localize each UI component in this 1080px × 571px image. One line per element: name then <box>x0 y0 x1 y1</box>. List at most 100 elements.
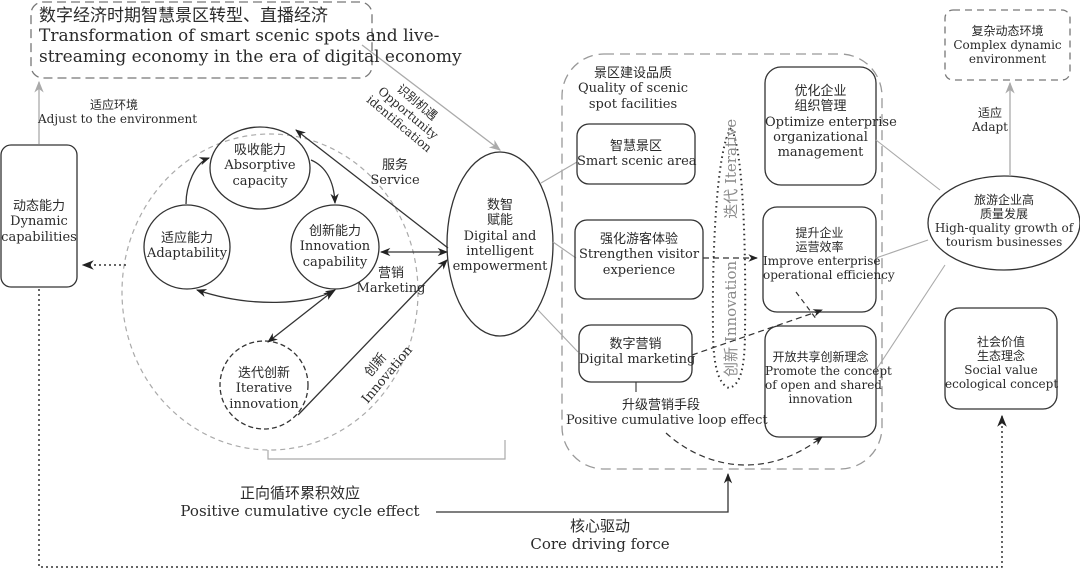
complex-environment-box <box>944 9 1071 81</box>
upgrade-zh: 升级营销手段 <box>621 398 700 413</box>
top-box-zh: 数字经济时期智慧景区转型、直播经济 <box>39 6 328 26</box>
marketing-zh: 营销 <box>377 266 404 281</box>
link-empower-visitor <box>552 241 577 259</box>
iterative-en1: Iterative <box>235 381 293 397</box>
iter-bottom-text: 创新 Innovation <box>722 260 741 377</box>
service-en: Service <box>370 173 420 189</box>
digital-marketing-zh: 数字营销 <box>609 337 662 352</box>
quality-en1: Quality of scenic <box>577 81 689 97</box>
innovation-capability-label: 创新能力 Innovation capability <box>291 224 379 270</box>
core-driving-en: Core driving force <box>530 534 670 553</box>
adaptability-zh: 适应能力 <box>160 231 213 246</box>
iterative-innovation-node <box>219 340 309 430</box>
iterative-label: 迭代创新 Iterative innovation <box>220 366 308 412</box>
innovate-iterative-arrow <box>267 290 334 343</box>
top-box-en2: streaming economy in the era of digital … <box>39 46 462 67</box>
top-box-label: 数字经济时期智慧景区转型、直播经济 Transformation of smar… <box>39 6 462 67</box>
innovation-capability-node <box>290 204 380 290</box>
absorptive-en2: capacity <box>232 173 288 189</box>
positive-cycle-arrow <box>436 472 733 513</box>
adaptability-label: 适应能力 Adaptability <box>144 231 230 262</box>
empowerment-en2: intelligent <box>466 243 534 259</box>
social-en1: Social value <box>964 363 1038 378</box>
iterative-loop-bottom-label: 创新 Innovation <box>722 254 741 384</box>
iter-top-text: 迭代 Iterative <box>722 118 741 219</box>
adjust-zh: 适应环境 <box>89 98 138 112</box>
visitor-label: 强化游客体验 Strengthen visitor experience <box>575 232 703 278</box>
empowerment-zh2: 赋能 <box>486 213 513 229</box>
improve-zh2: 运营效率 <box>795 240 844 255</box>
open-shared-en3: innovation <box>788 392 853 407</box>
service-zh: 服务 <box>381 158 408 173</box>
adjust-en: Adjust to the environment <box>38 112 198 127</box>
adapt-zh: 适应 <box>977 106 1002 120</box>
innovate-adapt-arrow <box>196 289 336 304</box>
adapt-to-absorb-arrow <box>185 157 210 205</box>
smart-area-zh: 智慧景区 <box>609 139 662 154</box>
empowerment-en3: empowerment <box>452 259 548 275</box>
high-quality-label: 旅游企业高 质量发展 High-quality growth of touris… <box>928 193 1080 250</box>
high-quality-zh2: 质量发展 <box>979 207 1028 222</box>
complex-en1: Complex dynamic <box>953 38 1062 53</box>
empowerment-label: 数智 赋能 Digital and intelligent empowermen… <box>450 198 550 275</box>
dynamic-capabilities-label: 动态能力 Dynamic capabilities <box>1 199 77 245</box>
cycle-bracket <box>267 440 506 460</box>
iterative-zh: 迭代创新 <box>237 366 290 381</box>
improve-label: 提升企业 运营效率 Improve enterprise operational… <box>763 226 895 283</box>
top-box-en1: Transformation of smart scenic spots and… <box>39 26 440 47</box>
core-driving-zh: 核心驱动 <box>569 517 630 535</box>
optimize-to-growth <box>875 139 941 191</box>
open-shared-label: 开放共享创新理念 Promote the concept of open and… <box>765 350 892 407</box>
optimize-zh2: 组织管理 <box>794 99 847 115</box>
improve-to-growth <box>875 239 929 259</box>
optimize-en1: Optimize enterprise <box>765 114 897 130</box>
absorb-to-innovate-arrow <box>310 159 339 205</box>
complex-env-label: 复杂动态环境 Complex dynamic environment <box>945 24 1070 66</box>
quality-zh: 景区建设品质 <box>593 66 672 81</box>
dynamic-zh: 动态能力 <box>12 199 65 214</box>
link-empower-marketing <box>537 309 579 353</box>
link-empower-smart <box>540 161 578 184</box>
innovation-cap-zh: 创新能力 <box>308 224 361 239</box>
optimize-zh1: 优化企业 <box>794 84 847 99</box>
absorptive-capacity-node <box>209 126 311 210</box>
high-quality-zh1: 旅游企业高 <box>973 193 1034 207</box>
optimize-management-box <box>764 66 877 186</box>
visitor-en2: experience <box>602 262 676 278</box>
smart-scenic-area-box <box>576 123 696 185</box>
dynamic-en1: Dynamic <box>10 214 68 230</box>
improve-en1: Improve enterprise <box>763 254 881 269</box>
digital-marketing-label: 数字营销 Digital marketing <box>579 337 696 368</box>
iterative-loop-top-label: 迭代 Iterative <box>722 109 741 229</box>
empowerment-zh1: 数智 <box>486 198 513 213</box>
quality-label: 景区建设品质 Quality of scenic spot facilities <box>568 66 698 112</box>
core-driving-label: 核心驱动 Core driving force <box>500 517 700 553</box>
digital-marketing-en: Digital marketing <box>579 352 696 368</box>
marketing-label: 营销 Marketing <box>356 266 426 297</box>
adapt-en: Adapt <box>971 120 1008 135</box>
high-quality-en1: High-quality growth of <box>934 221 1074 236</box>
adaptability-node <box>143 204 231 290</box>
upgrade-marketing-label: 升级营销手段 Positive cumulative loop effect <box>566 398 768 429</box>
improve-zh1: 提升企业 <box>795 226 844 240</box>
optimize-en2: organizational <box>773 129 868 145</box>
service-label: 服务 Service <box>370 158 420 189</box>
empowerment-en1: Digital and <box>463 228 537 244</box>
social-zh2: 生态理念 <box>976 349 1025 364</box>
enterprise-region <box>561 53 883 470</box>
innovation-cap-en2: capability <box>302 254 368 270</box>
opportunity-arrow <box>361 44 501 151</box>
loop-effect-arrow <box>665 432 823 466</box>
positive-cycle-zh: 正向循环累积效应 <box>239 484 360 502</box>
social-en2: ecological concept <box>945 377 1059 392</box>
open-shared-en2: of open and shared <box>765 378 882 393</box>
adjust-environment-label: 适应环境 Adjust to the environment <box>38 98 198 127</box>
marketing-en: Marketing <box>356 281 426 297</box>
adapt-label: 适应 Adapt <box>970 106 1010 134</box>
optimize-en3: management <box>777 145 864 161</box>
positive-cycle-label: 正向循环累积效应 Positive cumulative cycle effec… <box>170 484 430 520</box>
core-driving-loop <box>38 289 1007 568</box>
complex-zh: 复杂动态环境 <box>971 24 1044 38</box>
top-transformation-box <box>30 1 373 79</box>
